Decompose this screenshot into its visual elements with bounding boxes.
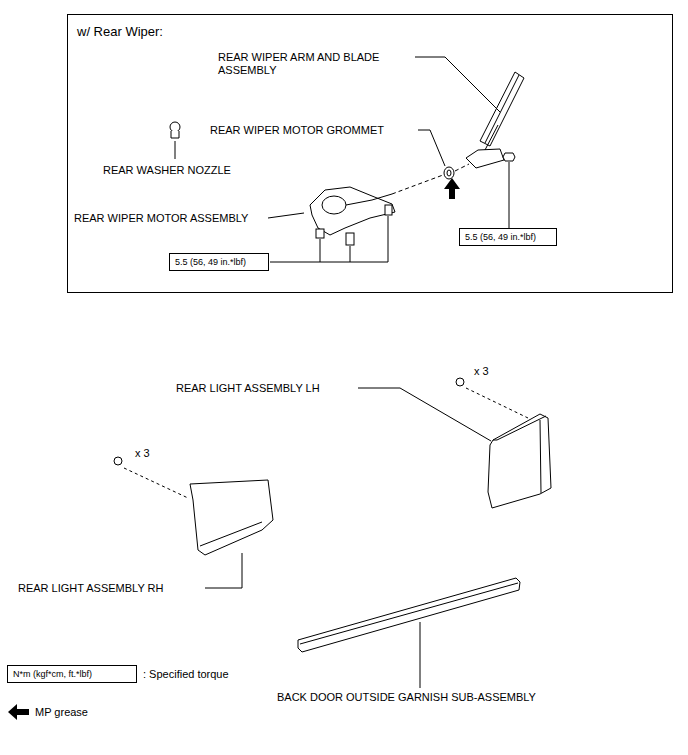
bolt <box>385 205 392 215</box>
legend-text: MP grease <box>35 706 88 719</box>
leader-line <box>175 141 176 159</box>
wiper-blade-edge <box>485 75 519 143</box>
leader-line <box>270 262 388 263</box>
rear-light-rh-edge <box>200 522 262 546</box>
wiper-motor-gear <box>346 200 372 205</box>
legend-text: : Specified torque <box>143 668 229 681</box>
part-name: REAR WIPER MOTOR GROMMET <box>210 124 384 137</box>
leader-line <box>350 246 351 262</box>
leader-line <box>205 553 242 588</box>
assembly-axis <box>392 175 443 194</box>
leader-line <box>358 388 491 441</box>
rear-light-rh <box>190 480 273 555</box>
box-text: 5.5 (56, 49 in.*lbf) <box>465 232 551 242</box>
bolt <box>316 229 324 238</box>
wiper-motor <box>310 187 395 235</box>
leader-line <box>268 213 304 218</box>
wiper-blade <box>480 72 524 146</box>
assembly-axis <box>124 468 188 498</box>
leader-line <box>418 130 445 166</box>
torque-box: 5.5 (56, 49 in.*lbf) <box>169 253 269 271</box>
wiper-arm <box>466 149 504 168</box>
wiper-motor-body <box>322 196 346 214</box>
leader-line <box>388 216 389 262</box>
part-name: REAR LIGHT ASSEMBLY LH <box>176 382 320 395</box>
quantity: x 3 <box>135 447 150 460</box>
assembly-axis <box>466 388 528 418</box>
rear-light-lh-edge <box>493 416 546 440</box>
washer-nozzle <box>170 122 180 132</box>
grease-arrow <box>444 178 460 199</box>
garnish <box>298 578 520 652</box>
box-text: N*m (kgf*cm, ft.*lbf) <box>13 669 131 679</box>
leader-line <box>509 162 510 228</box>
assembly-axis <box>455 164 469 171</box>
screw <box>114 457 122 465</box>
part-name: REAR WIPER ARM AND BLADE ASSEMBLY <box>218 51 408 77</box>
torque-legend-box: N*m (kgf*cm, ft.*lbf) <box>7 665 137 683</box>
rear-light-lh-edge <box>540 420 541 493</box>
grommet-hole <box>447 170 451 176</box>
box-text: 5.5 (56, 49 in.*lbf) <box>175 257 263 267</box>
leader-line <box>420 622 421 688</box>
rear-light-lh <box>488 414 551 508</box>
legend-grease-arrow <box>8 704 29 720</box>
part-name: REAR LIGHT ASSEMBLY RH <box>18 582 164 595</box>
wiper-arm-link <box>485 125 498 150</box>
part-name: BACK DOOR OUTSIDE GARNISH SUB-ASSEMBLY <box>277 691 536 704</box>
part-name: REAR WASHER NOZZLE <box>103 164 231 177</box>
quantity: x 3 <box>474 365 489 378</box>
bolt <box>346 233 354 245</box>
grommet <box>444 167 454 179</box>
screw <box>456 378 464 386</box>
box-text: w/ Rear Wiper: <box>77 24 163 39</box>
washer-nozzle-stem <box>171 131 179 138</box>
torque-box: 5.5 (56, 49 in.*lbf) <box>459 228 557 246</box>
leader-line <box>320 239 321 262</box>
wiper-motor-shaft <box>372 194 392 200</box>
part-name: REAR WIPER MOTOR ASSEMBLY <box>74 212 248 225</box>
garnish-edge <box>300 583 518 644</box>
nut <box>503 153 515 161</box>
leader-line <box>415 57 500 112</box>
